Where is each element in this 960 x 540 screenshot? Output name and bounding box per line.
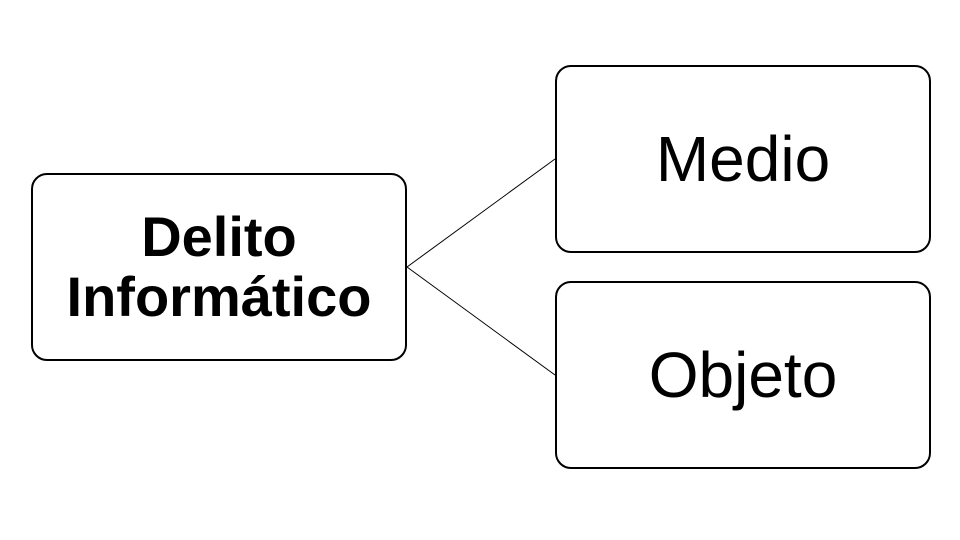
connector-to-medio [406, 158, 556, 268]
child-node-medio-label: Medio [655, 123, 831, 195]
connector-to-objeto [406, 266, 556, 376]
root-node-delito-informatico: Delito Informático [31, 173, 407, 361]
root-node-text: Delito Informático [66, 204, 372, 328]
child-node-medio: Medio [555, 65, 931, 253]
root-node-line-2: Informático [66, 265, 372, 328]
child-node-objeto: Objeto [555, 281, 931, 469]
root-node-line-1: Delito [141, 204, 297, 268]
child-node-objeto-label: Objeto [648, 339, 838, 411]
